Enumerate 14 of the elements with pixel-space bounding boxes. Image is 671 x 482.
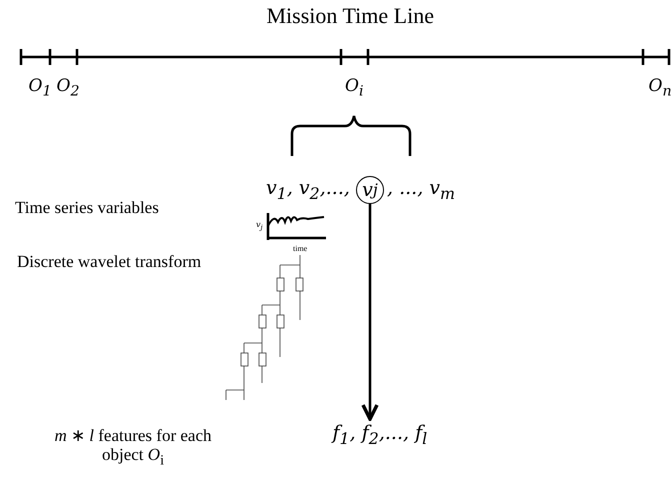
arrow — [361, 204, 379, 421]
row-label: Discrete wavelet transform — [17, 252, 202, 272]
row-label: Time series variables — [15, 198, 159, 218]
title: Mission Time Line — [266, 4, 434, 28]
tick-label: O$_{2}$ — [56, 76, 80, 100]
row-label: m ∗ l features for each object O$_{i}$ — [53, 427, 213, 469]
variable-list: v$_{1}$, v$_{2}$,..., — [266, 178, 350, 202]
tick-label: O$_{n}$ — [648, 76, 671, 100]
axis-label: v$_{j}$ — [256, 220, 263, 232]
tick-label: O$_{i}$ — [345, 76, 364, 100]
axis-label: time — [293, 244, 308, 254]
feature-list: f$_{1}$, f$_{2}$,..., f$_{l}$ — [332, 423, 428, 448]
variable-list: , ..., v$_{m}$ — [387, 178, 456, 202]
tick-label: O$_{1}$ — [28, 76, 52, 100]
